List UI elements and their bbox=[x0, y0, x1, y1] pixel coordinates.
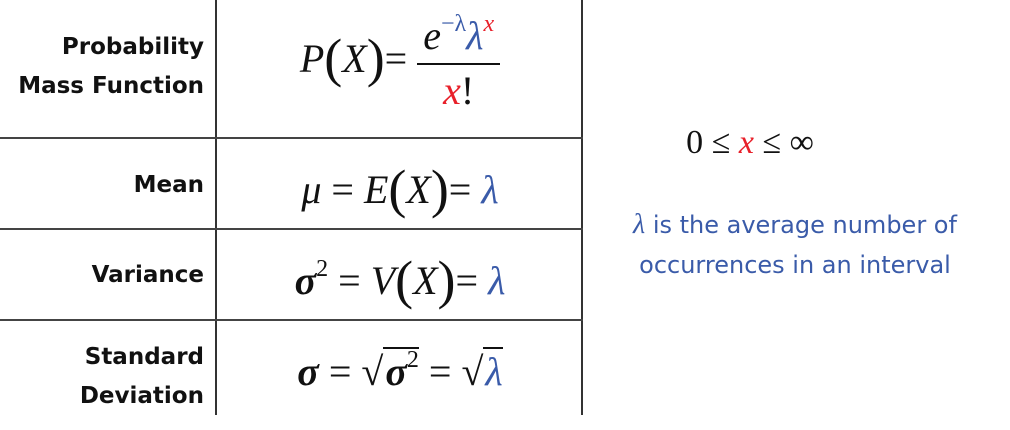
lambda-note: λ is the average number of occurrences i… bbox=[600, 205, 990, 285]
symbol-v: V bbox=[370, 258, 396, 303]
domain-inequality: 0 ≤ x ≤ ∞ bbox=[620, 124, 880, 162]
symbol-x: X bbox=[342, 36, 367, 82]
le-sign: ≤ bbox=[762, 124, 782, 161]
row-divider bbox=[0, 319, 583, 321]
symbol-x: x bbox=[443, 68, 461, 113]
paren: ( bbox=[388, 159, 407, 219]
paren: ) bbox=[430, 159, 449, 219]
symbol-e: E bbox=[363, 167, 389, 212]
equals: = bbox=[331, 167, 354, 212]
le-sign: ≤ bbox=[711, 124, 731, 161]
fraction: e−λλx x! bbox=[417, 11, 501, 114]
symbol-lambda: λ bbox=[488, 258, 506, 303]
formula-variance: σ2 = V(X)= λ bbox=[217, 249, 583, 311]
infinity: ∞ bbox=[789, 124, 814, 161]
symbol-lambda: λ bbox=[481, 167, 499, 212]
row-divider bbox=[0, 137, 583, 139]
label-variance: Variance bbox=[91, 262, 204, 288]
label-mean: Mean bbox=[133, 172, 204, 198]
equals: = bbox=[448, 167, 472, 212]
label-std-dev: Standard Deviation bbox=[0, 338, 204, 416]
radicand: λ bbox=[483, 347, 503, 394]
symbol-lambda: λ bbox=[633, 209, 646, 240]
formula-mean: μ = E(X)= λ bbox=[217, 158, 583, 220]
label-line: Standard bbox=[84, 344, 204, 370]
label-pmf: Probability Mass Function bbox=[0, 28, 204, 106]
exponent: 2 bbox=[406, 347, 419, 373]
zero: 0 bbox=[686, 124, 704, 161]
label-line: Probability bbox=[61, 34, 204, 60]
table-right-border bbox=[581, 0, 583, 415]
factorial: ! bbox=[460, 68, 475, 113]
formula-std-dev: σ = √σ2 = √λ bbox=[217, 347, 583, 395]
row-divider bbox=[0, 228, 583, 230]
symbol-e: e bbox=[423, 13, 441, 58]
equals: = bbox=[428, 349, 452, 394]
sqrt-icon: √ bbox=[461, 349, 484, 394]
symbol-lambda: λ bbox=[485, 349, 503, 394]
equals: = bbox=[338, 258, 361, 303]
exponent: x bbox=[483, 11, 495, 37]
label-line: Deviation bbox=[79, 383, 204, 409]
symbol-sigma: σ bbox=[385, 349, 407, 394]
symbol-sigma: σ bbox=[294, 258, 317, 303]
exponent: 2 bbox=[316, 256, 329, 282]
numerator: e−λλx bbox=[417, 11, 501, 65]
symbol-mu: μ bbox=[301, 167, 322, 212]
symbol-lambda: λ bbox=[466, 13, 484, 58]
symbol-x: X bbox=[413, 258, 438, 303]
formula-pmf: P(X)= e−λλx x! bbox=[217, 12, 583, 114]
paren: ) bbox=[437, 250, 456, 310]
equals: = bbox=[384, 36, 408, 82]
symbol-p: P bbox=[299, 36, 325, 82]
exponent: −λ bbox=[441, 11, 467, 37]
equals: = bbox=[328, 349, 352, 394]
label-line: Mass Function bbox=[18, 73, 204, 99]
equals: = bbox=[455, 258, 479, 303]
note-line: occurrences in an interval bbox=[639, 251, 951, 279]
symbol-x: x bbox=[738, 124, 754, 161]
paren: ( bbox=[324, 28, 343, 89]
note-line: is the average number of bbox=[645, 211, 957, 239]
paren: ) bbox=[366, 28, 385, 89]
column-divider bbox=[215, 0, 217, 415]
radicand: σ2 bbox=[383, 347, 419, 394]
symbol-x: X bbox=[406, 167, 431, 212]
sqrt-icon: √ bbox=[361, 349, 384, 394]
paren: ( bbox=[395, 250, 414, 310]
denominator: x! bbox=[417, 65, 500, 114]
symbol-sigma: σ bbox=[297, 349, 319, 394]
